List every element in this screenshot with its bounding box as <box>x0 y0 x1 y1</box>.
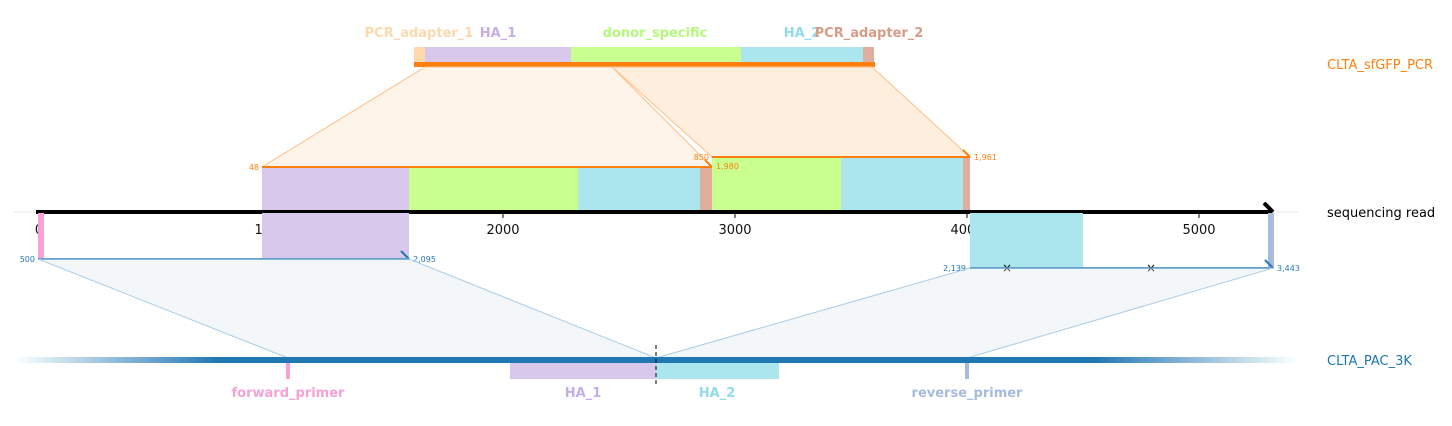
bottom-left-wedge <box>37 258 657 359</box>
bottom-right-aln-reverse-primer <box>1268 213 1274 268</box>
top-left-aln-ha-1 <box>262 167 409 212</box>
bottom-left-aln-start-label: 500 <box>20 255 35 264</box>
top-feature-bar-ha-1 <box>425 47 571 64</box>
top-right-aln-donor <box>712 157 841 212</box>
top-feature-label-ha-1: HA_1 <box>480 26 517 41</box>
bottom-feature-bar-forward-primer <box>286 362 290 379</box>
top-left-aln-end-label: 1,980 <box>716 162 739 171</box>
top-right-aln-start-label: 850 <box>694 153 709 162</box>
top-feature-label-donor-specific: donor_specific <box>603 26 708 41</box>
bottom-track: forward_primer HA_1 HA_2 reverse_primer … <box>14 345 1412 401</box>
bottom-alignment-wedges <box>37 258 1274 359</box>
top-track: PCR_adapter_1 HA_1 donor_specific HA_2 P… <box>365 26 1433 73</box>
top-left-aln-ha-2 <box>578 167 700 212</box>
bottom-feature-bar-ha-2 <box>656 362 779 379</box>
top-feature-label-pcr-adapter-1: PCR_adapter_1 <box>365 26 474 41</box>
bottom-feature-label-ha-2: HA_2 <box>699 386 736 401</box>
top-left-aln-end-hook <box>704 159 713 168</box>
top-left-aln-donor <box>409 167 578 212</box>
bottom-feature-label-reverse-primer: reverse_primer <box>912 386 1024 401</box>
read-end-arrow <box>1262 201 1275 214</box>
bottom-alignments: × × 500 2,095 2,139 3,443 <box>20 213 1300 275</box>
top-right-aln-adapter-2 <box>963 157 970 212</box>
bottom-right-aln-ha-2 <box>970 213 1083 268</box>
top-alignment-wedges <box>260 66 972 168</box>
top-feature-bar-donor-specific <box>571 47 741 64</box>
top-feature-bar-pcr-adapter-1 <box>414 47 425 64</box>
top-feature-bar-ha-2 <box>741 47 863 64</box>
top-feature-bar-pcr-adapter-2 <box>863 47 874 64</box>
bottom-left-aln-forward-primer <box>38 213 44 259</box>
bottom-right-aln-end-label: 3,443 <box>1277 264 1300 273</box>
bottom-left-aln-end-hook <box>400 250 410 260</box>
top-track-line <box>414 62 875 67</box>
top-feature-label-pcr-adapter-2: PCR_adapter_2 <box>815 26 924 41</box>
tick-label-5000: 5000 <box>1182 223 1215 238</box>
top-left-aln-start-label: 48 <box>249 163 259 172</box>
top-right-aln-end-label: 1,961 <box>974 153 997 162</box>
bottom-right-aln-start-label: 2,139 <box>943 264 966 273</box>
top-right-aln-ha-2 <box>841 157 963 212</box>
top-alignments: 48 1,980 850 1,961 <box>249 149 997 212</box>
bottom-feature-label-forward-primer: forward_primer <box>232 386 346 401</box>
read-track-label: sequencing read <box>1327 206 1435 221</box>
top-left-aln-adapter-2 <box>700 167 712 212</box>
bottom-feature-label-ha-1: HA_1 <box>565 386 602 401</box>
bottom-feature-bar-reverse-primer <box>965 362 969 379</box>
bottom-feature-bar-ha-1 <box>510 362 656 379</box>
bottom-right-wedge <box>655 267 1274 359</box>
top-right-aln-end-hook <box>962 149 971 158</box>
tick-label-2000: 2000 <box>486 223 519 238</box>
bottom-right-aln-end-hook <box>1264 259 1274 269</box>
tick-label-3000: 3000 <box>718 223 751 238</box>
top-feature-label-ha-2: HA_2 <box>784 26 821 41</box>
bottom-track-label: CLTA_PAC_3K <box>1327 354 1412 369</box>
top-track-label: CLTA_sfGFP_PCR <box>1327 58 1433 73</box>
bottom-left-aln-ha-1 <box>262 213 409 259</box>
bottom-left-aln-end-label: 2,095 <box>413 255 436 264</box>
